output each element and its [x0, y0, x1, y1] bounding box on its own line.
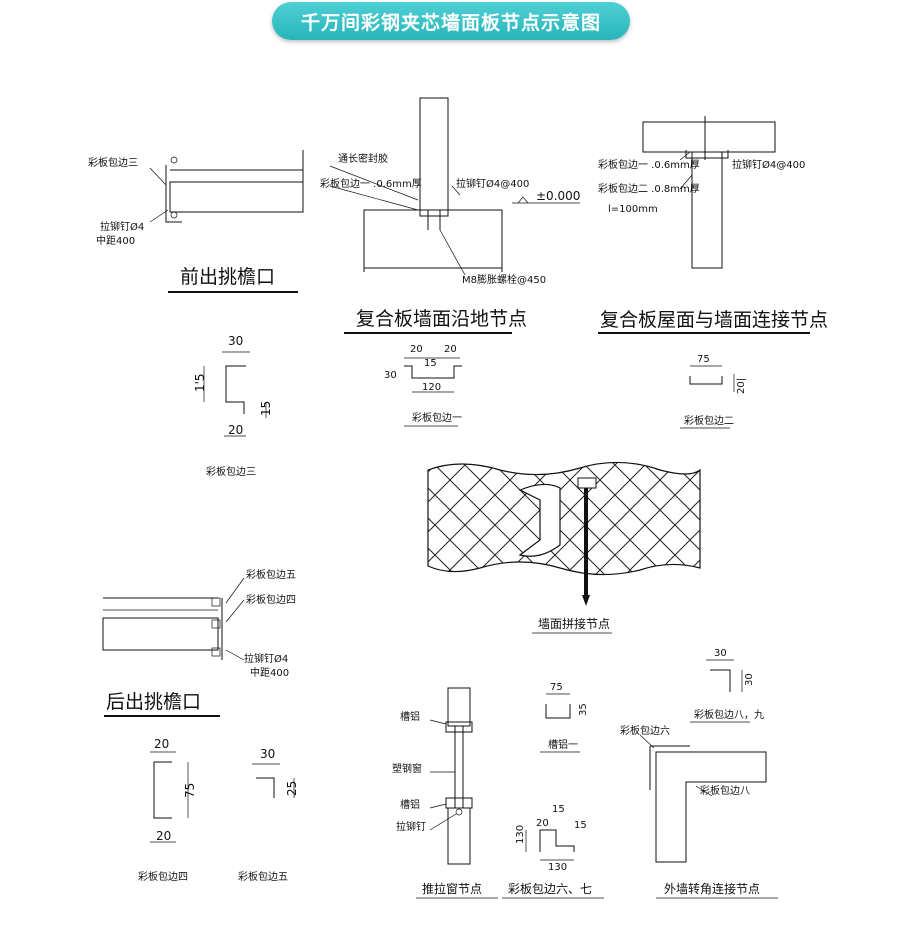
- roof-wall-node-detail: 彩板包边一 .0.6mm厚 彩板包边二 .0.8mm厚 l=100mm 拉铆钉Ø…: [598, 116, 828, 334]
- roof-length-label: l=100mm: [608, 204, 658, 215]
- window-slot-bottom-label: 槽铝: [400, 798, 420, 811]
- trim-eight-dim-height: 30: [744, 673, 755, 686]
- trim-four-caption: 彩板包边四: [138, 870, 188, 883]
- trim-one-dim-left: 20: [410, 344, 423, 355]
- front-eave-spacing-label: 中距400: [96, 234, 135, 247]
- rear-eave-panel: [102, 617, 219, 651]
- window-rivet-label: 拉铆钉: [396, 820, 426, 833]
- corner-node-title: 外墙转角连接节点: [664, 881, 760, 896]
- trim-one-dim-mid: 15: [424, 358, 437, 369]
- roof-wall-node-title: 复合板屋面与墙面连接节点: [600, 309, 828, 331]
- front-eave-panel: [169, 181, 304, 213]
- sealant-label: 通长密封胶: [338, 152, 388, 165]
- corner-trim-six-label: 彩板包边六: [620, 724, 670, 737]
- corner-trim-eight-label: 彩板包边八: [700, 784, 750, 797]
- trim-four-dim-height: 75: [183, 783, 197, 798]
- wall-joint-title: 墙面拼接节点: [538, 616, 610, 631]
- front-eave-title: 前出挑檐口: [180, 266, 275, 288]
- trim-four-dim-bottom: 20: [156, 829, 171, 843]
- slot-dim-width: 75: [550, 682, 563, 693]
- trim-one-dim-right: 20: [444, 344, 457, 355]
- trim-two-dim-height: 20|: [736, 378, 747, 394]
- trim-eight-nine-profile: 30 30 彩板包边八，九: [690, 648, 764, 723]
- window-slot-top-label: 槽铝: [400, 710, 420, 723]
- trim-one-dim-width: 120: [422, 382, 441, 393]
- trim-five-caption: 彩板包边五: [238, 870, 288, 883]
- anchor-label: M8膨胀螺栓@450: [462, 273, 546, 286]
- trim-three-caption: 彩板包边三: [206, 465, 256, 478]
- page-title: 千万间彩钢夹芯墙面板节点示意图: [300, 11, 601, 34]
- trim-one-caption: 彩板包边一: [412, 411, 462, 424]
- trim-two-dim-width: 75: [697, 354, 710, 365]
- trim-three-dim-bottom: 20: [228, 423, 243, 437]
- trim-five-dim-top: 30: [260, 747, 275, 761]
- trim-six-dim-width: 130: [548, 862, 567, 873]
- roof-trim-one-label: 彩板包边一 .0.6mm厚: [598, 158, 700, 171]
- trim-two-profile: 75 20| 彩板包边二: [680, 354, 747, 429]
- roof-panel: [642, 121, 776, 153]
- window-frame-label: 塑钢窗: [392, 762, 422, 775]
- trim-eight-nine-caption: 彩板包边八，九: [694, 708, 764, 721]
- floor-wall-panel: [419, 97, 449, 217]
- front-eave-rivet-label: 拉铆钉Ø4: [100, 220, 144, 233]
- roof-rivet-label: 拉铆钉Ø4@400: [732, 158, 805, 171]
- floor-trim-label: 彩板包边一 .0.6mm厚: [320, 177, 422, 190]
- sliding-window-detail: 槽铝 塑钢窗 槽铝 拉铆钉 推拉窗节点: [392, 687, 498, 899]
- trim-six-dim-right: 15: [574, 820, 587, 831]
- concrete-base: [363, 209, 503, 269]
- trim-one-profile: 20 20 15 30 120 彩板包边一: [384, 344, 462, 427]
- trim-six-seven-profile: 130 20 15 15 130 彩板包边六、七: [502, 804, 604, 899]
- trim-three-dim-left: 1'5: [193, 373, 207, 392]
- slot-aluminum-profile: 75 35 槽铝一: [540, 682, 589, 753]
- rear-eave-rivet-label: 拉铆钉Ø4: [244, 652, 288, 665]
- trim-five-profile: 30 25 彩板包边五: [238, 747, 299, 883]
- rear-eave-trim-four-label: 彩板包边四: [246, 593, 296, 606]
- trim-six-dim-top: 15: [552, 804, 565, 815]
- trim-eight-dim-top: 30: [714, 648, 727, 659]
- floor-node-title: 复合板墙面沿地节点: [356, 308, 527, 330]
- rear-eave-trim-five-label: 彩板包边五: [246, 568, 296, 581]
- rear-eave-spacing-label: 中距400: [250, 666, 289, 679]
- trim-five-dim-height: 25: [285, 781, 299, 796]
- trim-three-dim-top: 30: [228, 334, 243, 348]
- joint-panel: [427, 461, 701, 576]
- trim-four-dim-top: 20: [154, 737, 169, 751]
- roof-node-wall-panel: [691, 151, 723, 269]
- rear-eave-detail: 彩板包边五 彩板包边四 拉铆钉Ø4 中距400 后出挑檐口: [102, 568, 296, 717]
- roof-trim-two-label: 彩板包边二 .0.8mm厚: [598, 182, 700, 195]
- trim-three-profile: 30 1'5 20 15 彩板包边三: [193, 334, 273, 478]
- trim-six-seven-title: 彩板包边六、七: [508, 882, 592, 896]
- title-banner: 千万间彩钢夹芯墙面板节点示意图: [272, 2, 630, 40]
- slot-aluminum-caption: 槽铝一: [548, 738, 578, 751]
- trim-six-dim-left: 20: [536, 818, 549, 829]
- elevation-label: ±0.000: [536, 189, 580, 203]
- corner-panel: [655, 751, 767, 863]
- trim-six-dim-height: 130: [515, 825, 526, 844]
- wall-joint-detail: 墙面拼接节点: [427, 461, 701, 634]
- corner-node-detail: 彩板包边六 彩板包边八 外墙转角连接节点: [620, 724, 778, 899]
- slot-dim-height: 35: [578, 703, 589, 716]
- rear-eave-title: 后出挑檐口: [106, 691, 201, 713]
- floor-rivet-label: 拉铆钉Ø4@400: [456, 177, 529, 190]
- trim-three-dim-right: 15: [259, 401, 273, 416]
- front-eave-detail: 彩板包边三 拉铆钉Ø4 中距400 前出挑檐口: [88, 150, 304, 293]
- trim-four-profile: 20 75 20 彩板包边四: [138, 737, 197, 883]
- trim-two-caption: 彩板包边二: [684, 414, 734, 427]
- front-eave-trim-label: 彩板包边三: [88, 156, 138, 169]
- trim-one-dim-height: 30: [384, 370, 397, 381]
- sliding-window-title: 推拉窗节点: [422, 881, 482, 896]
- floor-node-detail: 通长密封胶 彩板包边一 .0.6mm厚 拉铆钉Ø4@400 ±0.000 M8膨…: [320, 97, 580, 334]
